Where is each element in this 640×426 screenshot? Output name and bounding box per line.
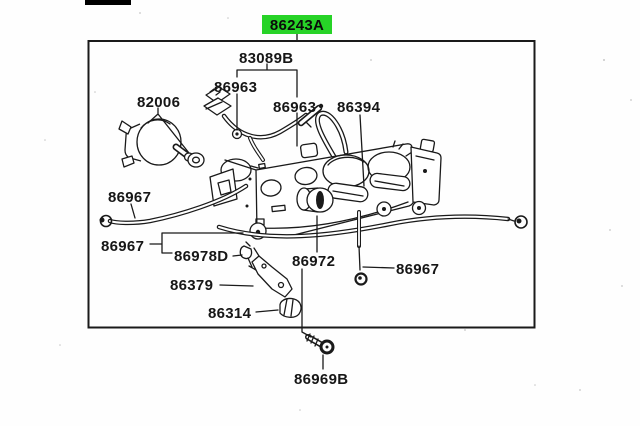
wire-harness-drawing xyxy=(203,86,324,162)
lever-arm-drawing xyxy=(251,247,293,298)
part-label-83089b: 83089B xyxy=(239,50,293,67)
highlighted-part-label[interactable]: 86243A xyxy=(262,15,332,34)
leader-lines xyxy=(130,33,395,370)
part-label-86972: 86972 xyxy=(292,253,335,270)
part-label-82006: 82006 xyxy=(137,94,180,111)
part-label-86963-right: 86963 xyxy=(273,99,316,116)
cap-drawing xyxy=(279,297,302,318)
diagram-frame xyxy=(87,40,536,329)
part-label-86314: 86314 xyxy=(208,305,252,322)
scan-artifact xyxy=(85,0,131,5)
part-label-86967-upper-left: 86967 xyxy=(108,189,151,206)
part-label-86969b: 86969B xyxy=(294,371,348,388)
part-label-86379: 86379 xyxy=(170,277,213,294)
hanging-wire-drawing xyxy=(354,210,368,286)
part-label-86967-lower-left: 86967 xyxy=(101,238,144,255)
part-label-86978d: 86978D xyxy=(174,248,228,265)
cable-left-drawing xyxy=(99,183,249,228)
control-unit-endplate-drawing xyxy=(410,138,442,216)
scan-noise xyxy=(44,12,632,411)
motor-drawing xyxy=(118,118,205,168)
clip-drawing xyxy=(239,241,257,271)
cable-right-drawing xyxy=(216,214,528,239)
part-label-86243a[interactable]: 86243A xyxy=(270,17,324,34)
part-label-86963-left: 86963 xyxy=(214,79,257,96)
part-label-86967-right: 86967 xyxy=(396,261,439,278)
part-labels: 83089B 86963 86963 86394 82006 86967 869… xyxy=(101,50,439,388)
highlight-background[interactable] xyxy=(262,15,332,34)
screw-drawing xyxy=(305,333,335,355)
control-unit-faceplate-drawing xyxy=(245,140,415,240)
part-label-86394: 86394 xyxy=(337,99,381,116)
hose-loop-drawing xyxy=(314,110,349,163)
